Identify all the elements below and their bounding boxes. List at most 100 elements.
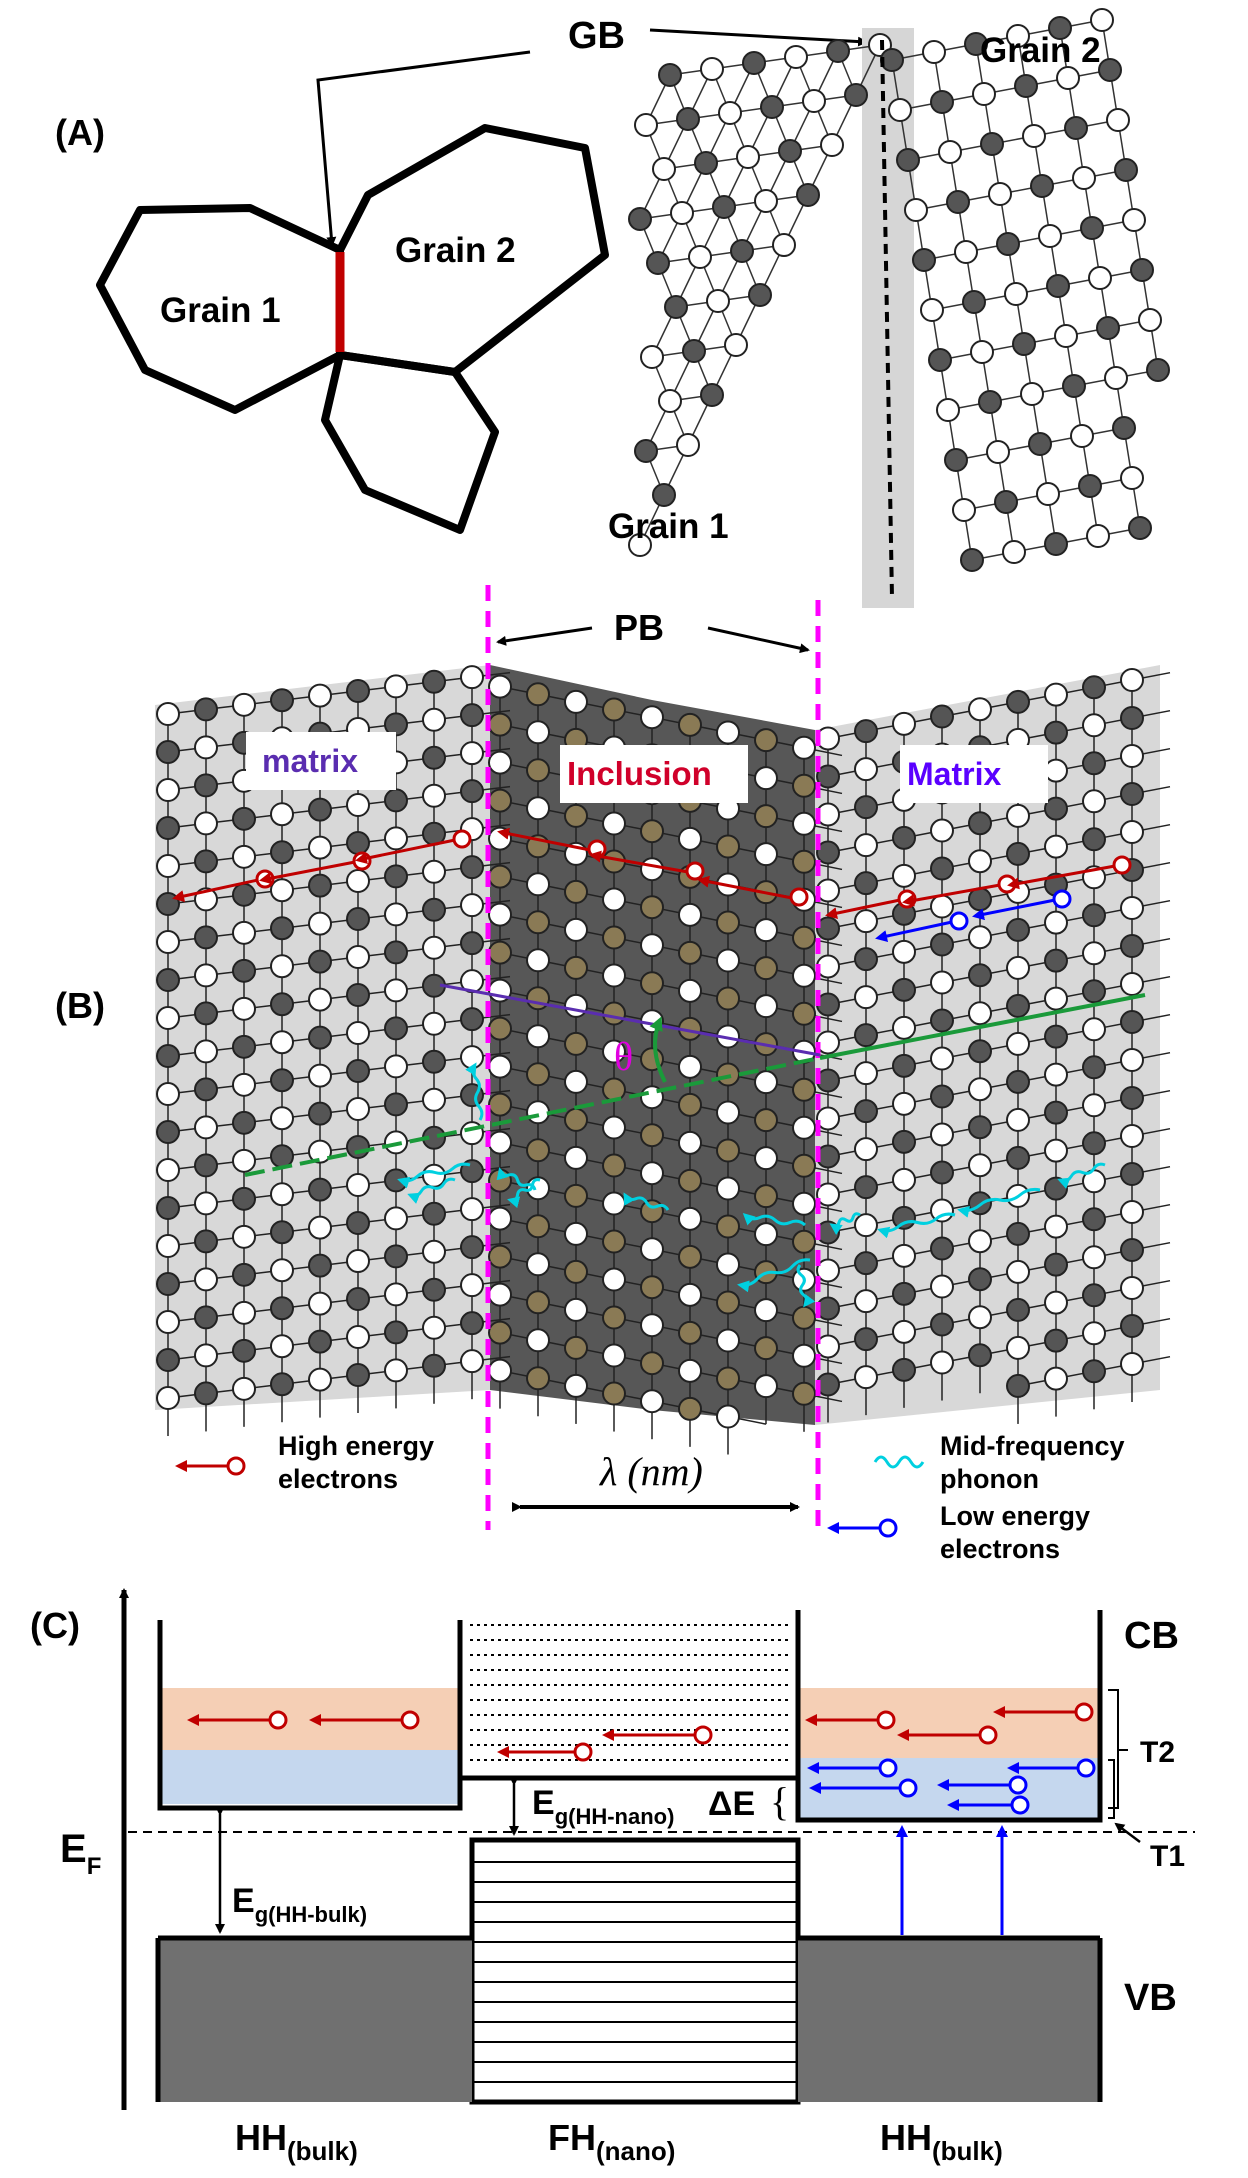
panel-a-label: (A) (55, 112, 105, 153)
atom (792, 849, 816, 874)
high-energy-electron-arrow (697, 875, 793, 900)
atom (488, 788, 512, 813)
atom (1064, 116, 1088, 140)
atom (854, 795, 878, 820)
pb-label: PB (614, 607, 664, 648)
lambda-label: λ (nm) (599, 1449, 703, 1494)
atom (892, 1319, 916, 1344)
atom (422, 1163, 446, 1188)
atom (384, 674, 408, 699)
t1-bracket (1108, 1759, 1115, 1819)
panel-c-label: (C) (30, 1605, 80, 1646)
atom (640, 895, 664, 920)
atom (920, 298, 944, 322)
atom (634, 439, 658, 463)
atom (384, 864, 408, 889)
legend-low-energy: Low energy electrons (827, 1501, 1090, 1564)
atom (1044, 1100, 1068, 1125)
atom (526, 758, 550, 783)
atom (270, 992, 294, 1017)
atom (968, 811, 992, 836)
atom (1082, 675, 1106, 700)
atom (1006, 1335, 1030, 1360)
atom (968, 925, 992, 950)
atom (892, 1205, 916, 1230)
hh-bulk-right-label: HH(bulk) (880, 2117, 1003, 2166)
atom (384, 940, 408, 965)
atom (986, 440, 1010, 464)
atom (308, 873, 332, 898)
atom (308, 835, 332, 860)
atom (892, 939, 916, 964)
atom (346, 1135, 370, 1159)
atom (930, 970, 954, 995)
atom (232, 806, 256, 831)
atom (718, 101, 742, 125)
atom (792, 1077, 816, 1102)
atom (1044, 948, 1068, 973)
atom (194, 925, 218, 950)
atom (1120, 782, 1144, 806)
matrix-left-label-bg (246, 732, 396, 790)
atom (802, 89, 826, 113)
atom (308, 683, 332, 708)
atom (892, 1167, 916, 1192)
atom (1004, 282, 1028, 306)
atom (754, 1336, 778, 1361)
atom (270, 916, 294, 941)
theta-label: θ (614, 1034, 633, 1079)
high-energy-electron-icon (1112, 855, 1132, 875)
atom (526, 1062, 550, 1087)
atom (646, 251, 670, 275)
atom (930, 818, 954, 843)
atom (1082, 1321, 1106, 1346)
atom (1044, 1024, 1068, 1049)
atom (460, 855, 484, 880)
atom (602, 1229, 626, 1254)
gb-arrow-right (649, 28, 868, 47)
atom (754, 1222, 778, 1247)
phonon-arrows (397, 1062, 1106, 1308)
atom (930, 1274, 954, 1299)
atom (346, 1021, 370, 1045)
atom (962, 290, 986, 314)
gb-label: GB (568, 15, 625, 57)
atom (1036, 482, 1060, 506)
atom (678, 1206, 702, 1231)
atom (1082, 903, 1106, 928)
atom (1044, 796, 1068, 821)
atom (716, 1100, 740, 1125)
atom (194, 1267, 218, 1292)
low-energy-electron-icon (1052, 889, 1072, 909)
atom (526, 720, 550, 745)
atom (854, 1137, 878, 1162)
atom (1044, 1328, 1068, 1353)
atom (1090, 8, 1114, 32)
atom (994, 490, 1018, 514)
atom (904, 198, 928, 222)
atom (658, 63, 682, 87)
band-hot-electron-icon (978, 1725, 998, 1745)
atom (270, 1220, 294, 1245)
atom (854, 1327, 878, 1352)
atom (1120, 1200, 1144, 1224)
theta-angle-arrow (649, 1016, 667, 1083)
atom (716, 1214, 740, 1239)
atom (792, 1343, 816, 1368)
high-energy-electron-arrow (902, 883, 1001, 907)
atom (792, 735, 816, 760)
atom (526, 1252, 550, 1277)
atom (1006, 1297, 1030, 1322)
atom (930, 894, 954, 919)
atom (754, 1298, 778, 1323)
atom (988, 182, 1012, 206)
atom (676, 433, 700, 457)
nano-vb-block (469, 1837, 801, 2105)
atom (270, 688, 294, 713)
legend-high-energy: High energy electrons (175, 1431, 434, 1494)
atom (930, 1122, 954, 1147)
atom (978, 390, 1002, 414)
atom (308, 987, 332, 1012)
atom (156, 816, 180, 841)
atom (488, 1358, 512, 1383)
